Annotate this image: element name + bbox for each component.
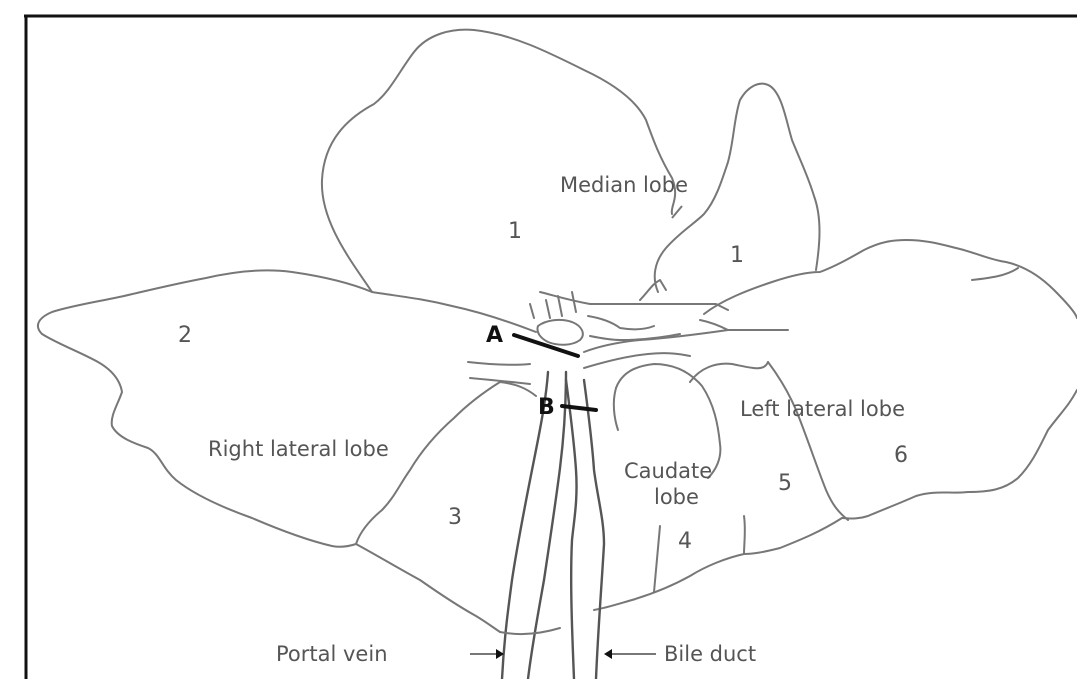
- segment-number: 5: [778, 471, 792, 496]
- caudate-lobe-label-line2: lobe: [654, 485, 699, 509]
- segment-number: 2: [178, 323, 192, 348]
- segment-number: 4: [678, 529, 692, 554]
- segment-number: 3: [448, 505, 462, 530]
- portal-vein-label: Portal vein: [276, 642, 388, 666]
- caudate-segment-4-right: [744, 516, 745, 554]
- segment-number: 1: [508, 219, 522, 244]
- caudate-lobe-label-line1: Caudate: [624, 459, 712, 483]
- right-lateral-lobe-label: Right lateral lobe: [208, 437, 389, 461]
- ligature-b-marker: B: [538, 395, 555, 420]
- left-lateral-lobe-label: Left lateral lobe: [740, 397, 905, 421]
- median-lobe-label: Median lobe: [560, 173, 688, 197]
- bile-duct-label: Bile duct: [664, 642, 756, 666]
- segment-number: 6: [894, 443, 908, 468]
- ligature-a-marker: A: [486, 323, 503, 348]
- segment-number: 1: [730, 243, 744, 268]
